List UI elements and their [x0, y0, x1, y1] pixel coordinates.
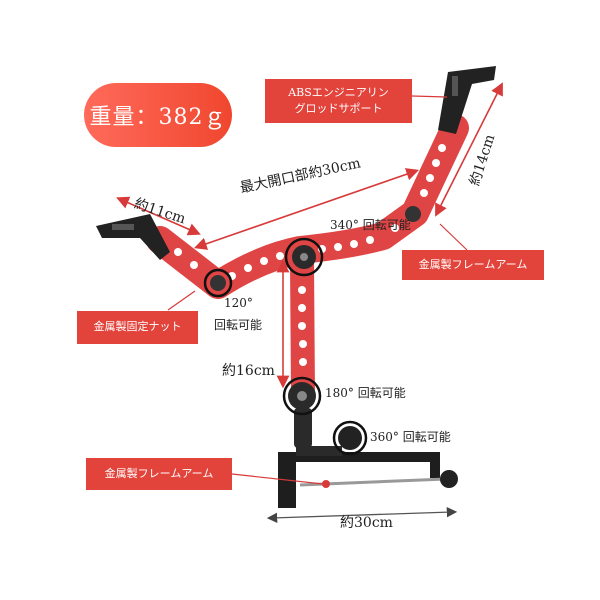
callout-fixed-nut: 金属製固定ナット	[77, 311, 198, 344]
rot-left-joint-deg: 120°	[224, 296, 253, 310]
joints	[210, 206, 421, 448]
weight-badge: 重量：382ｇ	[84, 83, 232, 147]
rotation-rings	[203, 237, 368, 456]
dimension-arrows	[116, 82, 503, 389]
rot-left-joint-text: 回転可能	[214, 318, 263, 332]
rot-middle-joint: 180° 回転可能	[325, 386, 406, 400]
rot-clamp-knob: 360° 回転可能	[370, 430, 451, 444]
rot-top-joint: 340° 回転可能	[330, 218, 411, 232]
callout-abs-line1: ABSエンジニアリン	[288, 85, 389, 99]
callout-frame-arm-bottom: 金属製フレームアーム	[86, 458, 232, 490]
callout-abs-line2: グロッドサポート	[294, 102, 383, 115]
leader-lines	[167, 95, 468, 485]
callout-abs-support: ABSエンジニアリン グロッドサポート	[265, 79, 412, 123]
clamp-base	[278, 426, 458, 508]
dim-clamp-width: 約30cm	[340, 515, 393, 531]
dim-vertical: 約16cm	[222, 363, 275, 379]
callout-frame-arm-top: 金属製フレームアーム	[402, 250, 544, 280]
